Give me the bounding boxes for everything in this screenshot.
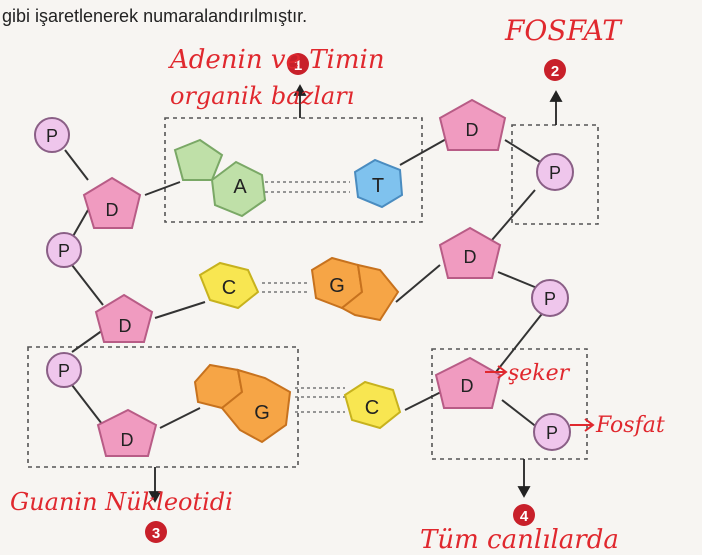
svg-text:4: 4 — [520, 508, 529, 525]
label-A: A — [233, 176, 247, 198]
label-T: T — [372, 175, 384, 197]
dashed-boxes — [27, 117, 599, 468]
svg-text:D: D — [106, 200, 119, 220]
phosphate-6: P — [533, 413, 571, 451]
svg-text:P: P — [46, 126, 58, 146]
box-3 — [27, 346, 299, 468]
label-C-2: C — [365, 397, 379, 419]
svg-text:D: D — [121, 430, 134, 450]
phosphate-1: P — [34, 117, 70, 153]
sugar-4: D — [438, 98, 507, 151]
caption-text: gibi işaretlenerek numaralandırılmıştır. — [2, 6, 307, 26]
backbone-lines — [64, 137, 546, 429]
note-seker: şeker — [508, 361, 571, 386]
guanine-base-1: G — [310, 256, 400, 322]
sugars: D D D D D D — [82, 98, 507, 457]
note-tum-canlilarda: Tüm canlılarda — [420, 525, 619, 555]
svg-text:P: P — [58, 241, 70, 261]
phosphate-4: P — [536, 153, 574, 191]
marker-1: 1 — [287, 53, 309, 75]
sugar-2: D — [94, 293, 154, 343]
svg-text:D: D — [119, 316, 132, 336]
note-guanin-nukleotidi: Guanin Nükleotidi — [10, 488, 233, 516]
sugar-6: D — [434, 356, 502, 409]
sugar-5: D — [438, 226, 502, 279]
svg-text:P: P — [58, 361, 70, 381]
marker-3: 3 — [145, 521, 167, 543]
thymine-base: T — [353, 158, 404, 209]
svg-text:D: D — [466, 120, 479, 140]
label-G-1: G — [329, 275, 345, 297]
marker-4: 4 — [513, 504, 535, 526]
svg-text:1: 1 — [294, 57, 302, 74]
svg-text:D: D — [464, 247, 477, 267]
h-bonds — [262, 181, 350, 413]
svg-text:P: P — [544, 289, 556, 309]
note-adenin-timin: Adenin ve Timin — [168, 45, 385, 75]
adenine-base: A — [173, 138, 267, 218]
box-4 — [431, 348, 588, 460]
phosphate-5: P — [531, 279, 569, 317]
sugar-3: D — [96, 408, 158, 457]
cytosine-base-1: C — [198, 261, 260, 310]
note-fosfat-right: Fosfat — [595, 413, 665, 438]
sugar-1: D — [82, 176, 142, 229]
box-1 — [164, 117, 423, 223]
svg-text:3: 3 — [152, 525, 160, 542]
svg-text:2: 2 — [551, 63, 559, 80]
svg-text:P: P — [549, 163, 561, 183]
marker-2: 2 — [544, 59, 566, 81]
phosphates: P P P P P P — [34, 117, 574, 451]
hand-arrows — [485, 365, 595, 432]
note-organik-bazlari: organik bazları — [170, 82, 354, 110]
cytosine-base-2: C — [343, 380, 402, 430]
label-C-1: C — [222, 277, 236, 299]
markers: 1 2 3 4 — [145, 53, 566, 543]
note-fosfat-top: FOSFAT — [504, 14, 623, 47]
guanine-base-2: G — [193, 363, 292, 444]
phosphate-3: P — [46, 352, 82, 388]
svg-text:P: P — [546, 423, 558, 443]
svg-text:D: D — [461, 376, 474, 396]
arrows — [148, 84, 563, 503]
box-2 — [511, 124, 599, 225]
label-G-2: G — [254, 402, 270, 424]
phosphate-2: P — [46, 232, 82, 268]
